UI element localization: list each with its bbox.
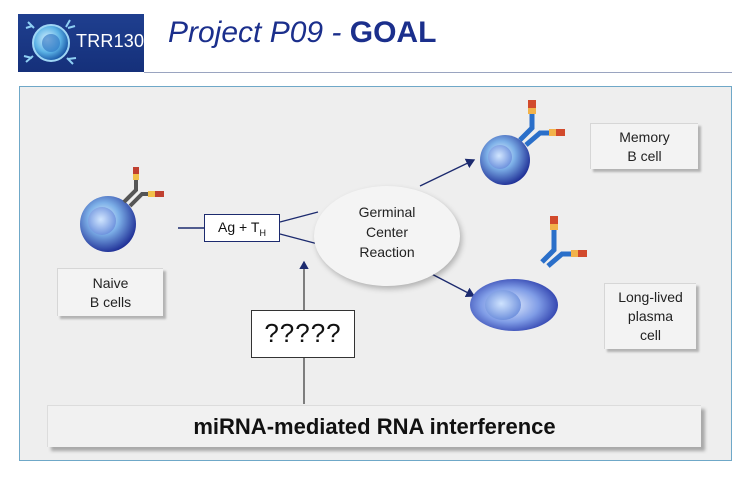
stimulus-box: Ag + TH (204, 214, 280, 242)
gc-line-2: Center (365, 224, 409, 240)
naive-b-cell-icon (80, 167, 164, 252)
header-divider (144, 72, 732, 73)
stimulus-subscript: H (259, 227, 266, 238)
germinal-center-label: Germinal Center Reaction (326, 202, 448, 262)
unknown-factor-box: ????? (251, 310, 355, 358)
naive-label-line-1: Naive (92, 275, 129, 291)
mechanism-banner: miRNA-mediated RNA interference (47, 405, 701, 447)
memory-label-line-2: B cell (627, 148, 662, 164)
title-text: Project P09 - (168, 16, 350, 49)
memory-label-line-1: Memory (619, 129, 670, 145)
germinal-center-node (314, 186, 460, 286)
plasma-cell-icon (470, 216, 587, 331)
logo: TRR130 (18, 14, 144, 72)
gc-line-1: Germinal (358, 204, 416, 220)
plasma-label-line-1: Long-lived (618, 289, 683, 305)
cell-logo-icon (23, 19, 77, 65)
plasma-label-line-3: cell (639, 327, 661, 343)
naive-label-line-2: B cells (89, 294, 132, 310)
memory-b-cell-label: Memory B cell (590, 123, 698, 169)
memory-b-cell-icon (480, 100, 565, 185)
gc-line-3: Reaction (359, 244, 415, 260)
fork-line-top (279, 211, 319, 223)
page-title: Project P09 - GOAL (168, 16, 436, 50)
naive-b-cells-label: Naive B cells (57, 268, 163, 316)
fork-line-bottom (279, 233, 319, 245)
title-emphasis: GOAL (349, 16, 437, 49)
arrow-to-memory (419, 158, 476, 187)
stimulus-label: Ag + T (218, 219, 260, 235)
plasma-cell-label: Long-lived plasma cell (604, 283, 696, 349)
logo-text: TRR130 (76, 31, 144, 51)
plasma-label-line-2: plasma (627, 308, 674, 324)
